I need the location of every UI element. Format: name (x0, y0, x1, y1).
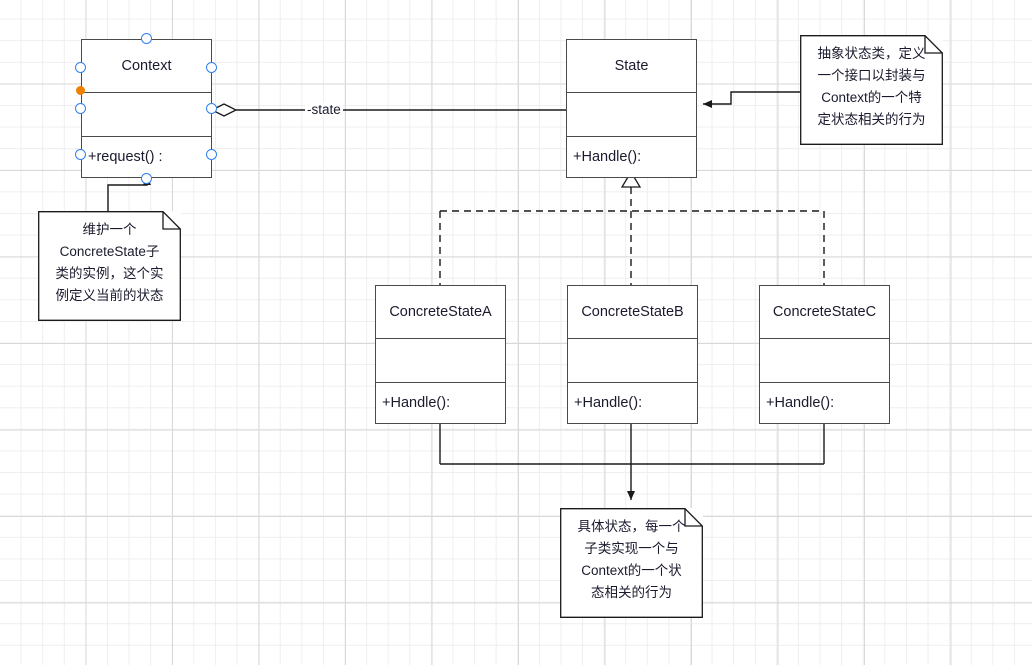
note-context[interactable]: 维护一个 ConcreteState子 类的实例，这个实 例定义当前的状态 (38, 211, 181, 321)
connection-point-left-active[interactable] (76, 86, 85, 95)
class-operations-concretestatec: +Handle(): (760, 382, 889, 423)
class-box-concretestatea[interactable]: ConcreteStateA +Handle(): (375, 285, 506, 424)
note-shape-state (800, 35, 943, 145)
class-box-state[interactable]: State +Handle(): (566, 39, 697, 178)
class-attributes-state (567, 92, 696, 136)
resize-handle-left-middle[interactable] (75, 103, 86, 114)
note-state-line-4: 定状态相关的行为 (817, 111, 926, 127)
class-operations-state: +Handle(): (567, 136, 696, 177)
resize-handle-right-upper[interactable] (206, 62, 217, 73)
note-concrete-line-2: 子类实现一个与 (584, 540, 679, 556)
resize-handle-right-middle[interactable] (206, 103, 217, 114)
note-concrete-line-1: 具体状态，每一个 (577, 519, 686, 534)
note-context-line-2: ConcreteState子 (59, 243, 160, 259)
note-state-connector (703, 91, 800, 108)
class-name-concretestatea: ConcreteStateA (389, 304, 492, 320)
class-box-context[interactable]: Context +request() : (81, 39, 212, 178)
note-shape-concrete (560, 508, 703, 618)
resize-handle-top-center[interactable] (141, 33, 152, 44)
class-attributes-concretestatea (376, 338, 505, 382)
class-attributes-context (82, 92, 211, 136)
resize-handle-left-upper[interactable] (75, 62, 86, 73)
resize-handle-right-lower[interactable] (206, 149, 217, 160)
class-box-concretestateb[interactable]: ConcreteStateB +Handle(): (567, 285, 698, 424)
note-state[interactable]: 抽象状态类，定义 一个接口以封装与 Context的一个特 定状态相关的行为 (800, 35, 943, 145)
class-operations-concretestateb: +Handle(): (568, 382, 697, 423)
class-operations-concretestatea: +Handle(): (376, 382, 505, 423)
edge-label-state: -state (305, 102, 343, 117)
note-context-line-3: 类的实例，这个实 (55, 265, 164, 281)
note-state-line-3: Context的一个特 (821, 89, 922, 105)
association-context-state (210, 103, 566, 117)
class-name-state: State (614, 58, 649, 74)
resize-handle-bottom-center[interactable] (141, 173, 152, 184)
class-attributes-concretestatec (760, 338, 889, 382)
note-state-line-1: 抽象状态类，定义 (817, 46, 926, 61)
note-context-line-4: 例定义当前的状态 (55, 287, 164, 303)
note-state-line-2: 一个接口以封装与 (817, 67, 926, 83)
class-name-context: Context (121, 58, 172, 74)
concrete-note-connector (439, 424, 825, 500)
note-concrete-line-3: Context的一个状 (581, 562, 682, 578)
resize-handle-left-lower[interactable] (75, 149, 86, 160)
note-concrete-line-4: 态相关的行为 (591, 584, 672, 600)
class-name-concretestatec: ConcreteStateC (772, 304, 877, 320)
generalization-tree (439, 170, 825, 285)
class-box-concretestatec[interactable]: ConcreteStateC +Handle(): (759, 285, 890, 424)
note-concrete-states[interactable]: 具体状态，每一个 子类实现一个与 Context的一个状 态相关的行为 (560, 508, 703, 618)
note-context-line-1: 维护一个 (82, 222, 137, 237)
class-operations-context: +request() : (82, 136, 211, 177)
class-name-concretestateb: ConcreteStateB (581, 304, 684, 320)
class-attributes-concretestateb (568, 338, 697, 382)
